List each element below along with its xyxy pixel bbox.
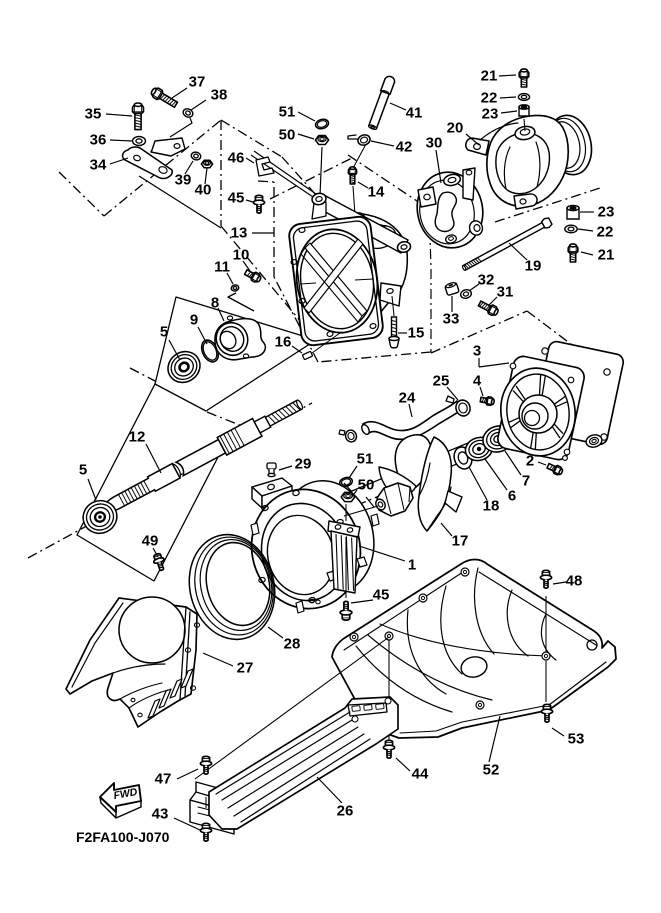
svg-text:39: 39 (175, 172, 192, 189)
svg-text:26: 26 (337, 803, 354, 820)
svg-text:14: 14 (368, 184, 385, 201)
svg-text:4: 4 (473, 373, 482, 390)
svg-text:15: 15 (408, 325, 425, 342)
svg-text:23: 23 (482, 106, 499, 123)
svg-text:5: 5 (160, 324, 168, 341)
svg-text:51: 51 (357, 451, 374, 468)
svg-text:52: 52 (483, 762, 500, 779)
svg-text:45: 45 (228, 190, 245, 207)
svg-text:10: 10 (233, 247, 250, 264)
svg-text:24: 24 (399, 390, 416, 407)
svg-text:33: 33 (443, 311, 460, 328)
svg-text:36: 36 (90, 132, 107, 149)
svg-text:50: 50 (279, 127, 296, 144)
svg-text:49: 49 (142, 533, 159, 550)
svg-text:42: 42 (396, 139, 413, 156)
svg-text:2: 2 (526, 453, 534, 470)
svg-text:FWD: FWD (113, 786, 139, 802)
svg-text:51: 51 (279, 104, 296, 121)
svg-text:47: 47 (155, 771, 172, 788)
svg-text:32: 32 (478, 272, 495, 289)
svg-text:13: 13 (231, 225, 248, 242)
svg-text:45: 45 (373, 587, 390, 604)
svg-text:31: 31 (497, 284, 514, 301)
svg-text:43: 43 (152, 806, 169, 823)
svg-text:44: 44 (412, 766, 429, 783)
svg-text:23: 23 (598, 204, 615, 221)
svg-text:29: 29 (295, 456, 312, 473)
svg-text:38: 38 (211, 87, 228, 104)
svg-text:22: 22 (597, 224, 614, 241)
svg-text:6: 6 (508, 488, 516, 505)
svg-text:46: 46 (228, 150, 245, 167)
svg-text:11: 11 (214, 259, 230, 276)
svg-text:17: 17 (452, 533, 469, 550)
svg-text:27: 27 (237, 660, 254, 677)
svg-text:41: 41 (406, 105, 423, 122)
svg-text:19: 19 (525, 258, 542, 275)
svg-text:3: 3 (473, 343, 481, 360)
svg-text:21: 21 (598, 247, 615, 264)
svg-text:5: 5 (79, 462, 87, 479)
svg-text:22: 22 (481, 90, 498, 107)
svg-text:7: 7 (522, 473, 530, 490)
svg-text:37: 37 (189, 74, 206, 91)
svg-text:50: 50 (358, 477, 375, 494)
svg-text:12: 12 (129, 429, 146, 446)
svg-text:20: 20 (447, 120, 464, 137)
svg-text:40: 40 (195, 182, 212, 199)
svg-text:F2FA100-J070: F2FA100-J070 (76, 829, 170, 845)
svg-text:21: 21 (481, 68, 498, 85)
svg-text:34: 34 (90, 157, 107, 174)
svg-text:16: 16 (275, 334, 292, 351)
svg-text:18: 18 (483, 498, 500, 515)
svg-text:53: 53 (568, 731, 585, 748)
svg-text:35: 35 (85, 106, 102, 123)
svg-text:48: 48 (566, 573, 583, 590)
svg-text:30: 30 (426, 135, 443, 152)
svg-text:8: 8 (211, 295, 219, 312)
svg-text:28: 28 (284, 636, 301, 653)
svg-text:9: 9 (190, 312, 198, 329)
svg-text:1: 1 (408, 557, 416, 574)
svg-text:25: 25 (433, 373, 450, 390)
